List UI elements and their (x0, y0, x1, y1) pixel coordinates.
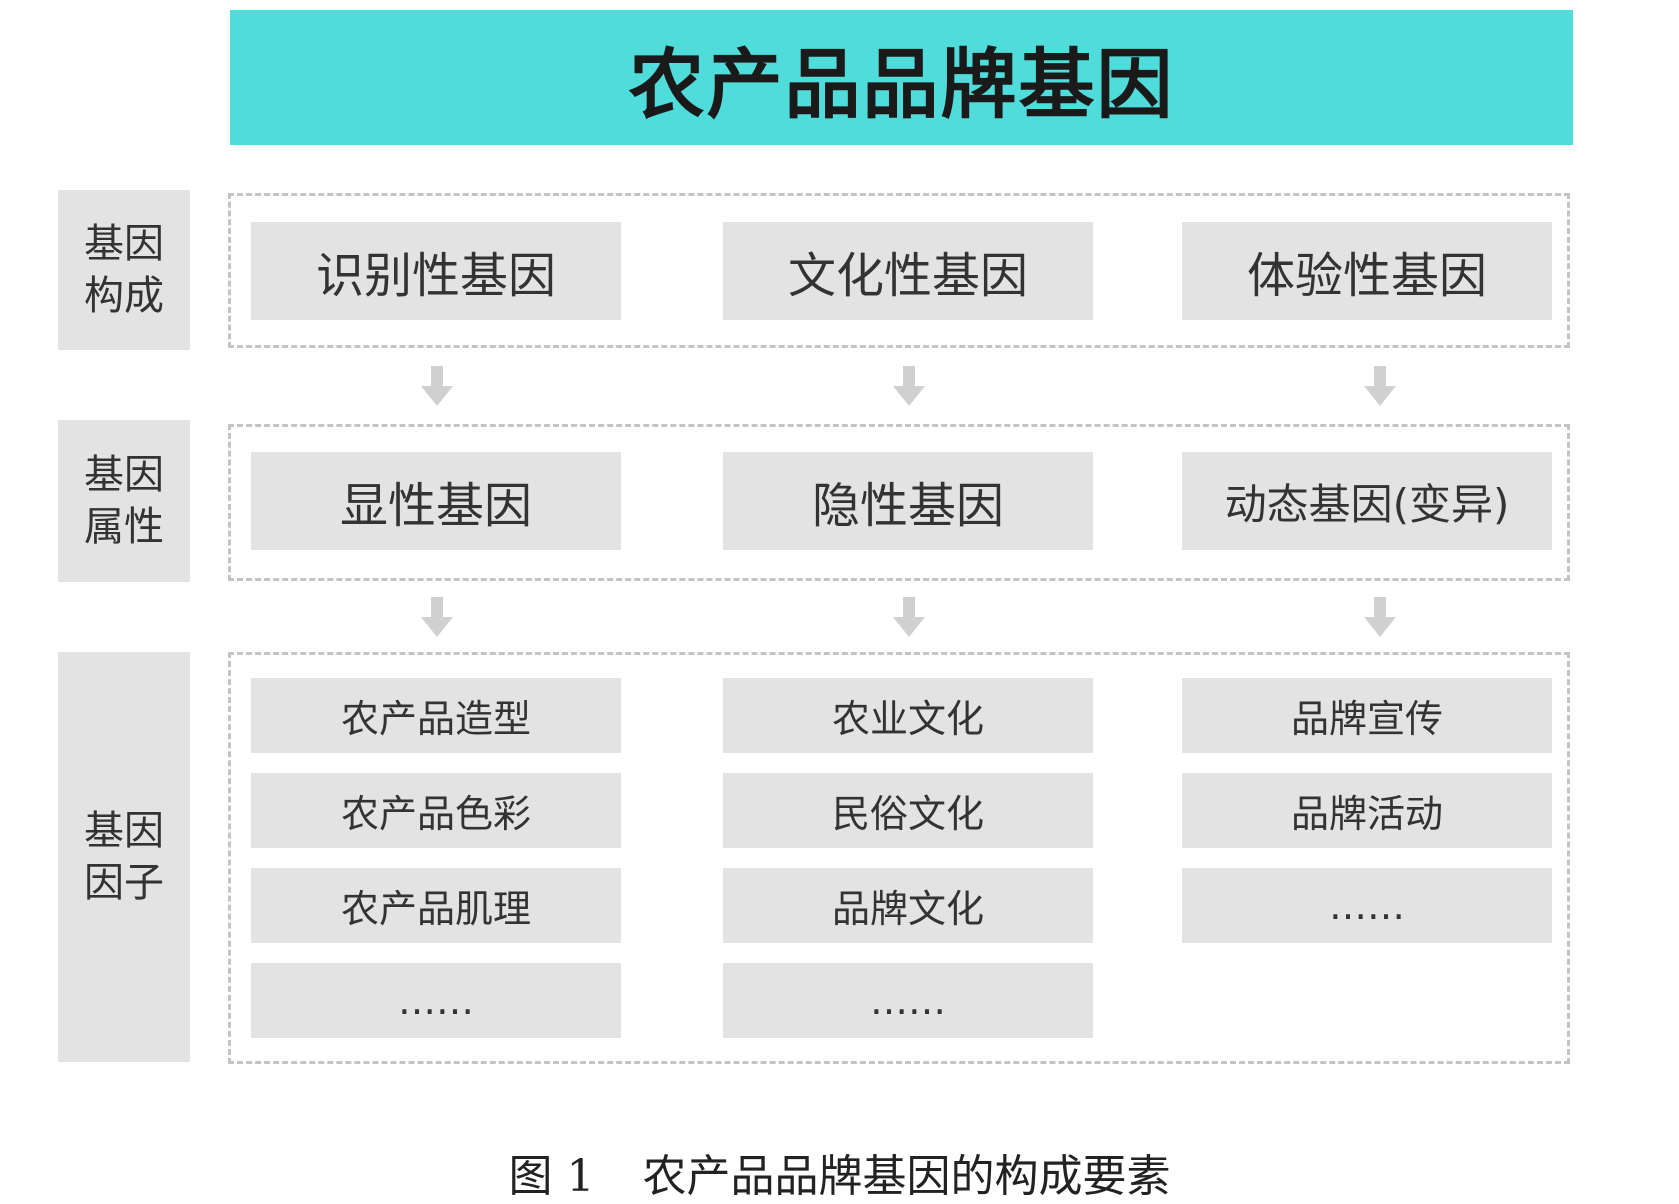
down-arrow-icon (421, 597, 453, 637)
factor-item: 农产品造型 (251, 678, 621, 753)
side-label-text: 基因因子 (84, 808, 164, 906)
figure-number: 图 1 (508, 1151, 595, 1202)
factor-item-ellipsis: …… (251, 963, 621, 1038)
factor-item: 品牌活动 (1182, 773, 1552, 848)
down-arrow-icon (893, 366, 925, 406)
group-attribute (228, 424, 1570, 581)
factor-item: 品牌宣传 (1182, 678, 1552, 753)
figure-caption: 图 1 农产品品牌基因的构成要素 (0, 1140, 1679, 1204)
factor-item: 农业文化 (723, 678, 1093, 753)
down-arrow-icon (421, 366, 453, 406)
down-arrow-icon (1364, 597, 1396, 637)
diagram-title: 农产品品牌基因 (628, 39, 1175, 129)
side-label-text: 基因构成 (84, 221, 164, 319)
factor-item: 农产品色彩 (251, 773, 621, 848)
down-arrow-icon (893, 597, 925, 637)
culture-gene-box: 文化性基因 (723, 222, 1093, 320)
side-label-text: 基因属性 (84, 452, 164, 550)
dominant-gene-box: 显性基因 (251, 452, 621, 550)
group-factor (228, 652, 1570, 1064)
factor-item: 民俗文化 (723, 773, 1093, 848)
side-label-factor: 基因因子 (58, 652, 190, 1062)
group-composition (228, 193, 1570, 348)
title-banner: 农产品品牌基因 (230, 10, 1573, 145)
figure-caption-text: 农产品品牌基因的构成要素 (642, 1151, 1171, 1202)
factor-item: 品牌文化 (723, 868, 1093, 943)
recessive-gene-box: 隐性基因 (723, 452, 1093, 550)
factor-item: 农产品肌理 (251, 868, 621, 943)
side-label-composition: 基因构成 (58, 190, 190, 350)
factor-item-ellipsis: …… (1182, 868, 1552, 943)
side-label-attribute: 基因属性 (58, 420, 190, 582)
experience-gene-box: 体验性基因 (1182, 222, 1552, 320)
identity-gene-box: 识别性基因 (251, 222, 621, 320)
dynamic-gene-box: 动态基因(变异) (1182, 452, 1552, 550)
down-arrow-icon (1364, 366, 1396, 406)
factor-item-ellipsis: …… (723, 963, 1093, 1038)
